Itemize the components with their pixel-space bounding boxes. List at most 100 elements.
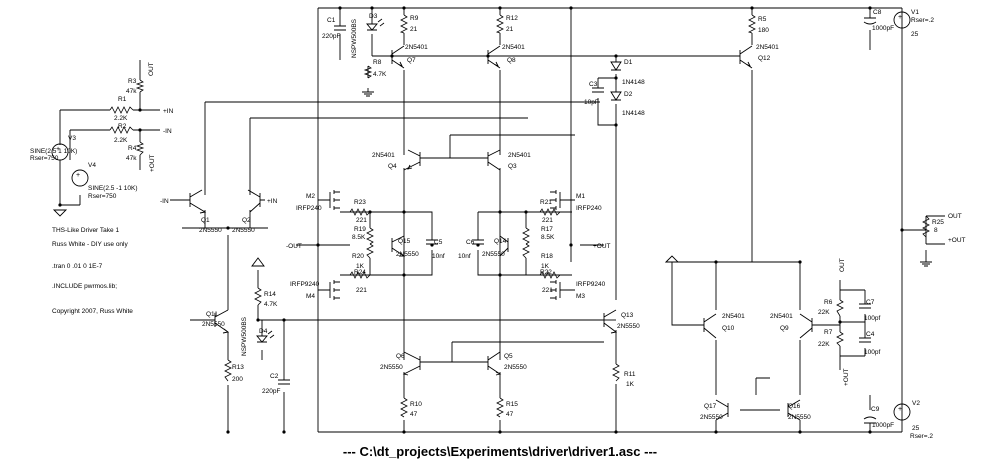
r25-ref: R25 [932,219,944,226]
v4-value: SINE(2.5 -1 10K) [88,185,138,192]
q3-model: 2N5401 [508,152,531,159]
note-line3: .tran 0 .01 0 1E-7 [52,263,103,270]
svg-text:+: + [56,146,60,153]
q8-symbol [487,45,501,69]
m3-ref: M3 [576,293,585,300]
c5-ref: C5 [434,239,443,246]
r10-ref: R10 [410,401,422,408]
svg-text:+: + [76,172,80,179]
c4-value: 100pf [864,349,880,356]
r23-symbol [349,208,371,216]
q4-ref: Q4 [388,163,397,170]
resistor-symbols [109,14,930,418]
m4-ref: M4 [306,293,315,300]
q15-model: 2N5550 [396,251,419,258]
r10-symbol [400,397,408,418]
transistor-symbols [189,45,813,421]
d1-ref: D1 [624,59,633,66]
q3-symbol [487,149,501,171]
source-symbols: + + + + [51,11,911,421]
c2-ref: C2 [270,373,279,380]
d1-symbol [610,61,622,71]
c6-value: 10nf [458,253,471,260]
r3-ref: R3 [128,78,137,85]
minus-in-label-2: -IN [160,198,169,205]
q9-ref: Q9 [780,325,789,332]
r3-symbol [135,79,145,93]
plus-out-label: +OUT [593,243,611,250]
r4-value: 47k [126,155,137,162]
svg-text:+: + [898,14,902,21]
r6-ref: R6 [824,299,833,306]
v3-ref: V3 [68,135,76,142]
q14-symbol [499,235,509,257]
r19-value: 8.5K [352,234,366,241]
q16-model: 2N5550 [788,414,811,421]
q11-model: 2N5550 [202,321,225,328]
c4-symbol [859,337,871,343]
q11-symbol [214,309,230,334]
plus-in-label-2: +IN [267,198,278,205]
r17-ref: R17 [541,226,553,233]
svg-text:+: + [898,406,902,413]
m1-model: IRFP240 [576,205,602,212]
r20-symbol [366,243,374,259]
q14-model: 2N5550 [482,251,505,258]
m1-symbol [550,190,561,210]
c3-value: 10pF [584,99,599,106]
junctions [58,6,904,434]
c1-symbol [334,25,346,31]
c6-symbol [472,239,484,245]
r9-ref: R9 [410,15,419,22]
q10-model: 2N5401 [722,313,745,320]
q6-model: 2N5550 [380,364,403,371]
minus-out-label: -OUT [286,243,302,250]
q4-symbol [403,149,421,171]
m4-symbol [329,280,340,300]
r6-value: 22K [818,309,830,316]
c9-symbol [863,416,877,424]
r1-value: 2.2K [114,115,128,122]
v1-rser: Rser=.2 [911,17,934,24]
r8-ref: R8 [373,59,382,66]
r6-symbol [836,299,844,317]
r14-ref: R14 [264,291,276,298]
q11-ref: Q11 [206,311,218,318]
c8-ref: C8 [873,9,882,16]
r12-value: 21 [506,26,514,33]
c9-value: 1000pF [872,422,894,429]
q12-model: 2N5401 [756,44,779,51]
r2-ref: R2 [118,123,127,130]
plus-out-label-right: +OUT [948,237,966,244]
r20-value: 1K [356,263,365,270]
q17-symbol [715,399,729,421]
q9-symbol [799,313,813,339]
m2-ref: M2 [306,193,315,200]
q13-symbol [603,309,618,334]
c5-value: 10nf [432,253,445,260]
d2-model: 1N4148 [622,110,645,117]
note-line4: .INCLUDE pwrmos.lib; [52,283,117,290]
vcc-flag-icon [251,257,265,267]
v4-rser: Rser=750 [88,193,117,200]
v2-symbol [893,403,911,421]
r14-value: 4.7K [264,301,278,308]
r21-ref: R21 [540,199,552,206]
c7-value: 100pf [864,315,880,322]
c9-ref: C9 [871,406,880,413]
v1-symbol [893,11,911,29]
r12-ref: R12 [506,15,518,22]
r5-symbol [747,14,756,34]
v1-ref: V1 [911,9,919,16]
r24-value: 221 [356,287,367,294]
r21-symbol [539,208,561,216]
r7-ref: R7 [824,329,833,336]
q1-ref: Q1 [201,217,210,224]
q6-ref: Q6 [396,353,405,360]
r10-value: 47 [410,411,418,418]
r25-value: 8 [934,227,938,234]
r23-ref: R23 [354,199,366,206]
r2-value: 2.2K [114,137,128,144]
r18-symbol [522,243,530,259]
ground-icon [362,91,374,97]
